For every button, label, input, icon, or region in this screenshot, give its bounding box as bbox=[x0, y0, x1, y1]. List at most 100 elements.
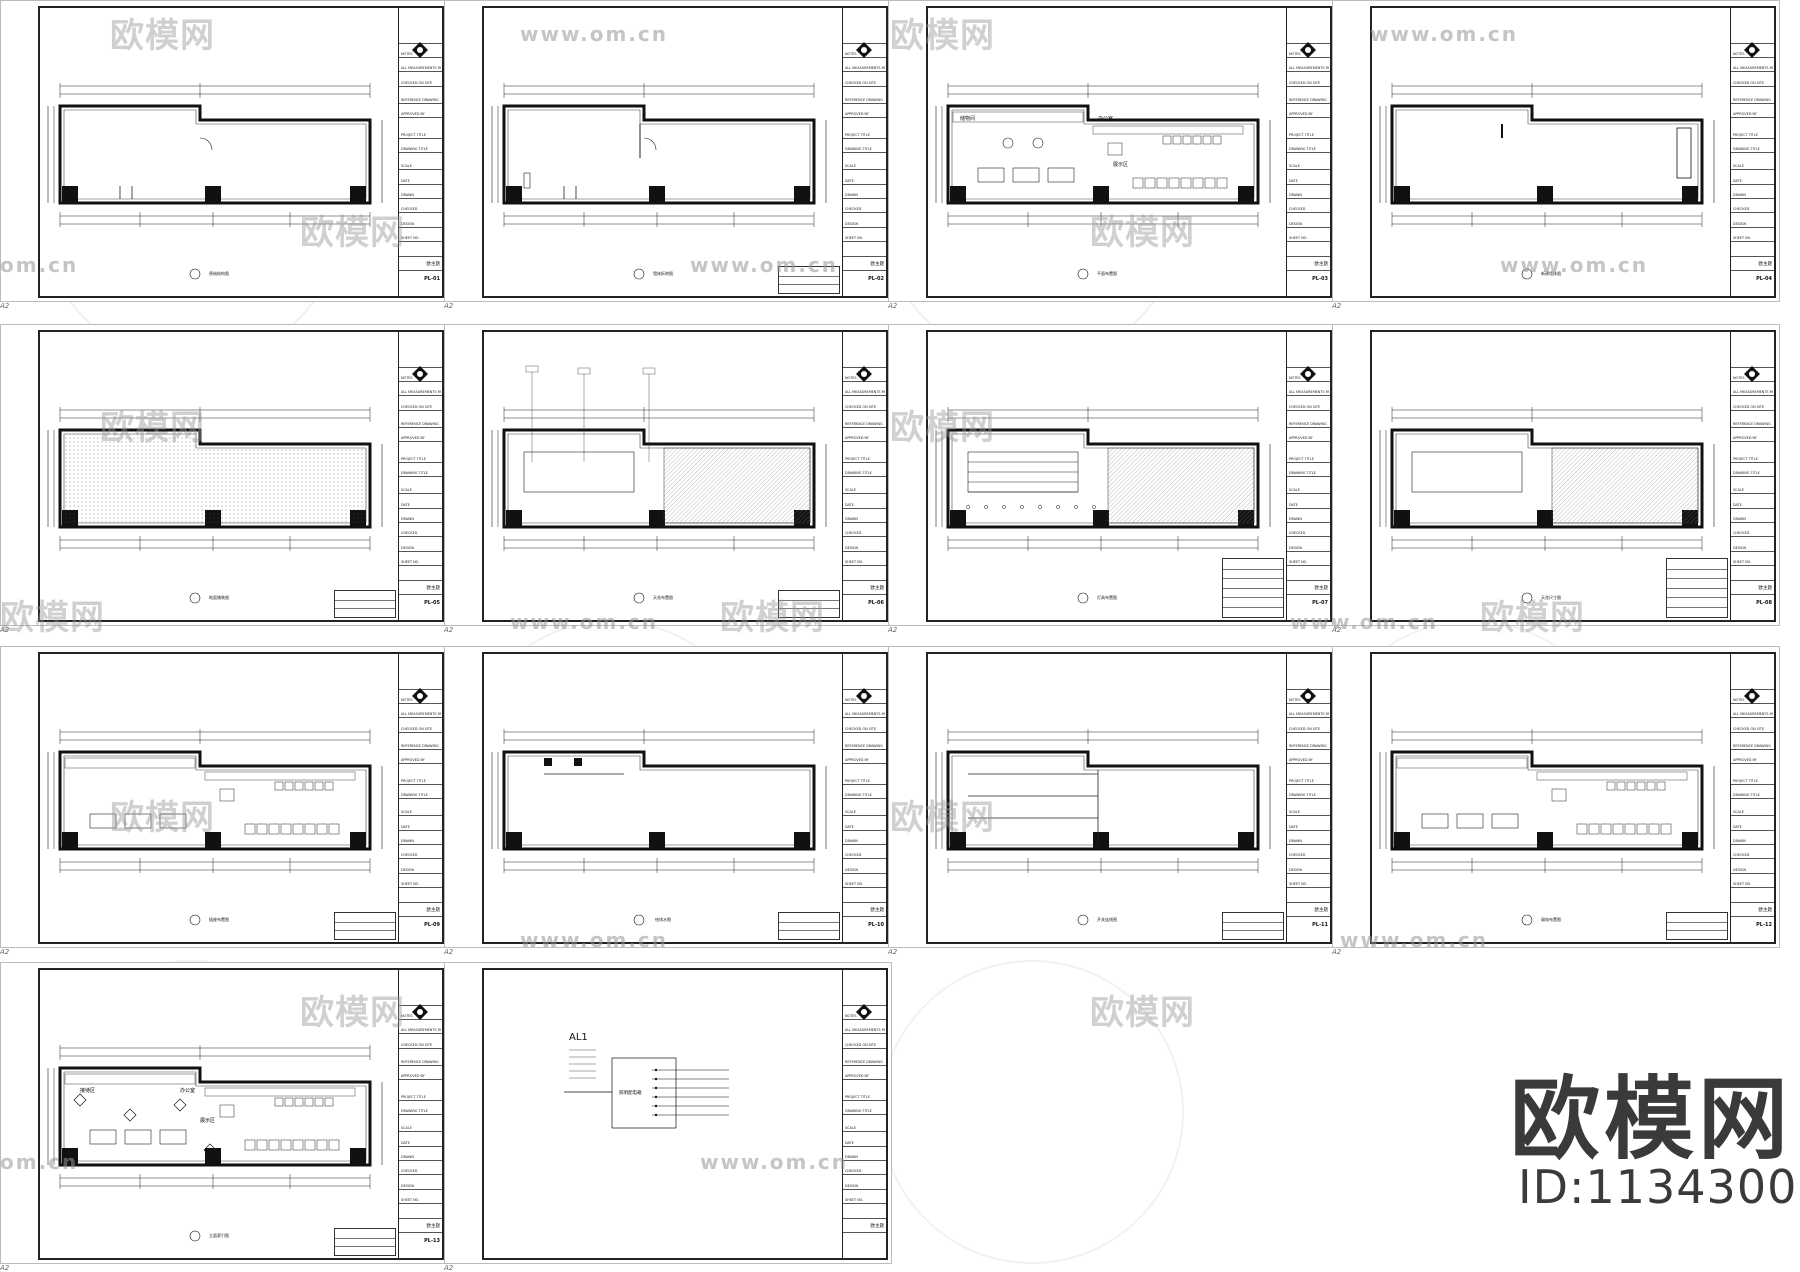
title-block-field: ALL MEASUREMENTS MUST BE bbox=[1733, 712, 1773, 717]
title-block-field: PROJECT TITLE bbox=[1733, 778, 1758, 783]
water-fixture bbox=[544, 758, 552, 766]
title-block-field: SHEET NO. bbox=[1289, 560, 1308, 565]
title-block-field: DRAWN bbox=[401, 1155, 414, 1160]
title-block-rule bbox=[399, 103, 442, 105]
title-block-field: ALL MEASUREMENTS MUST BE bbox=[845, 390, 885, 395]
title-block-field: DATE bbox=[401, 824, 410, 829]
sheet-caption: 墙体拆除图 bbox=[653, 271, 673, 276]
title-block-rule bbox=[1731, 395, 1774, 397]
display-cell bbox=[1202, 135, 1212, 145]
outer-wall bbox=[1390, 104, 1704, 205]
title-block-rule bbox=[1287, 212, 1330, 214]
title-block-rule bbox=[399, 579, 442, 581]
structural-column bbox=[350, 186, 366, 202]
structural-column bbox=[350, 832, 366, 848]
outer-wall bbox=[58, 750, 372, 851]
title-block-field: NOTES bbox=[401, 51, 413, 56]
display-cell bbox=[324, 1097, 334, 1107]
title-block-rule bbox=[399, 1033, 442, 1035]
outer-wall bbox=[1390, 750, 1704, 851]
display-cell bbox=[268, 1139, 280, 1151]
display-cell bbox=[284, 781, 294, 791]
compass-logo-icon bbox=[412, 1003, 428, 1020]
title-block-rule bbox=[843, 270, 886, 272]
sheet-number: PL-03 bbox=[1312, 275, 1328, 282]
title-block-rule bbox=[1731, 152, 1774, 153]
floor-plan bbox=[491, 365, 827, 551]
structural-column bbox=[649, 832, 665, 848]
title-block-rule bbox=[1731, 255, 1774, 257]
title-block-rule bbox=[1287, 798, 1330, 799]
title-block-rule bbox=[399, 380, 442, 382]
display-cell bbox=[1172, 135, 1182, 145]
title-block-field: DATE bbox=[401, 1140, 410, 1145]
drawing-label: 欧主题 bbox=[870, 1224, 885, 1230]
legend-row bbox=[1223, 606, 1283, 608]
structural-column bbox=[350, 1148, 366, 1164]
title-block-rule bbox=[843, 1188, 886, 1190]
legend-row bbox=[1223, 930, 1283, 931]
title-block-field: REFERENCE DRAWING bbox=[1733, 422, 1771, 427]
compass-logo-icon bbox=[412, 365, 428, 382]
title-block-field: DRAWN bbox=[1733, 193, 1746, 198]
downlight bbox=[1092, 505, 1096, 509]
display-cell bbox=[244, 1139, 256, 1151]
elevation-index-marker bbox=[173, 1098, 187, 1112]
title-block-field: NOTES bbox=[1733, 697, 1745, 702]
desk-block bbox=[1421, 813, 1449, 829]
title-block-rule bbox=[1287, 550, 1330, 552]
title-block-rule bbox=[843, 522, 886, 524]
title-block-rule bbox=[1287, 85, 1330, 87]
table-block bbox=[1107, 142, 1123, 156]
sheet-caption: 天花布置图 bbox=[653, 595, 673, 600]
title-block-rule bbox=[399, 1079, 442, 1081]
inner-wall bbox=[1395, 755, 1699, 846]
display-cell bbox=[280, 823, 292, 835]
title-block-field: DRAWN bbox=[1289, 193, 1302, 198]
display-cell bbox=[1612, 823, 1624, 835]
title-block-rule bbox=[843, 763, 886, 765]
compass-logo-icon bbox=[856, 687, 872, 704]
legend-table bbox=[334, 1228, 396, 1256]
title-block-rule bbox=[1287, 241, 1330, 243]
title-block-rule bbox=[399, 117, 442, 119]
title-block-field: SCALE bbox=[401, 488, 412, 493]
title-block-field: ALL MEASUREMENTS MUST BE bbox=[401, 66, 441, 71]
title-block-rule bbox=[1731, 493, 1774, 495]
door-swing bbox=[199, 137, 213, 151]
desk-block bbox=[89, 813, 117, 829]
title-block-field: REFERENCE DRAWING bbox=[1289, 98, 1327, 103]
title-block-field: APPROVED BY bbox=[401, 112, 425, 117]
display-cell bbox=[1162, 135, 1172, 145]
display-cell bbox=[284, 1097, 294, 1107]
title-block-rule bbox=[1731, 241, 1774, 243]
legend-row bbox=[779, 930, 839, 931]
display-cell bbox=[1636, 781, 1646, 791]
cabinet-run bbox=[1396, 757, 1528, 769]
display-cell bbox=[274, 1097, 284, 1107]
sheet-number: PL-13 bbox=[424, 1237, 440, 1244]
display-cell bbox=[274, 781, 284, 791]
title-block-field: SCALE bbox=[845, 810, 856, 815]
title-block-field: CHECKED ON SITE bbox=[1289, 726, 1321, 731]
legend-row bbox=[1223, 597, 1283, 598]
title-block-field: CHECKED bbox=[845, 853, 862, 858]
title-block-rule bbox=[843, 395, 886, 397]
title-block-rule bbox=[1731, 226, 1774, 228]
title-block-rule bbox=[843, 1099, 886, 1101]
title-block-rule bbox=[399, 798, 442, 799]
paper-size-tag: A2 bbox=[444, 302, 454, 310]
title-block-field: DRAWN bbox=[401, 517, 414, 522]
title-block-field: APPROVED BY bbox=[1733, 112, 1757, 117]
title-block-rule bbox=[1731, 901, 1774, 903]
sheet-number: PL-10 bbox=[868, 921, 884, 928]
drawing-area bbox=[491, 729, 827, 926]
title-block-rule bbox=[843, 815, 886, 817]
section-marker bbox=[1077, 592, 1089, 604]
